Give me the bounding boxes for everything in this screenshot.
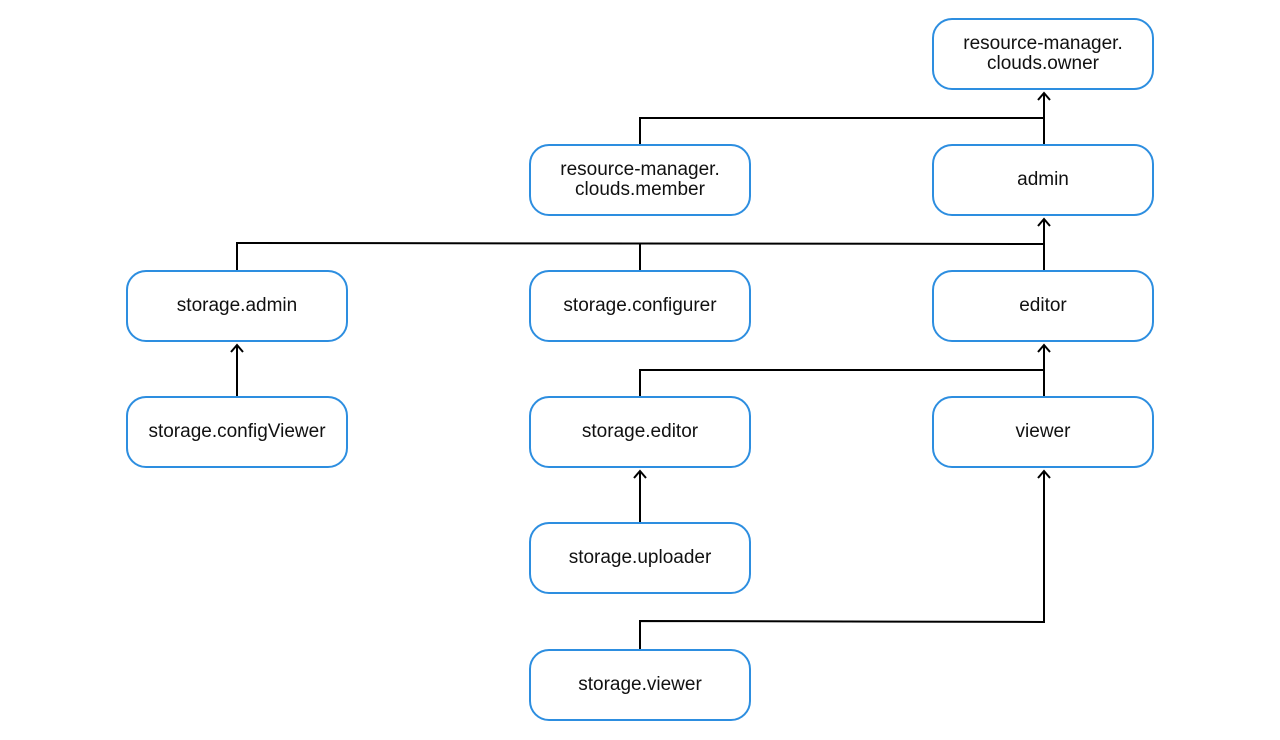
arrowhead-storage-admin — [230, 343, 244, 353]
node-resource-manager-clouds-member: resource-manager. clouds.member — [529, 144, 751, 216]
node-label: admin — [1017, 169, 1069, 190]
node-storage-editor: storage.editor — [529, 396, 751, 468]
arrowhead-rm-owner — [1037, 91, 1051, 101]
node-storage-admin: storage.admin — [126, 270, 348, 342]
arrowhead-editor — [1037, 343, 1051, 353]
node-storage-viewer: storage.viewer — [529, 649, 751, 721]
node-label: viewer — [1015, 421, 1071, 442]
node-label: resource-manager. clouds.owner — [963, 33, 1123, 74]
node-label: storage.viewer — [578, 674, 702, 695]
node-storage-configviewer: storage.configViewer — [126, 396, 348, 468]
node-label: resource-manager. clouds.member — [560, 159, 720, 200]
edge-storage-viewer-to-viewer — [639, 472, 1045, 649]
node-label: storage.configViewer — [148, 421, 326, 442]
node-label: storage.admin — [176, 295, 298, 316]
node-label: editor — [1019, 295, 1067, 316]
edge-storage-editor-to-editor — [639, 369, 1044, 396]
node-admin: admin — [932, 144, 1154, 216]
arrowhead-storage-editor — [633, 469, 647, 479]
arrowhead-viewer — [1037, 469, 1051, 479]
node-label: storage.configurer — [563, 295, 717, 316]
node-storage-configurer: storage.configurer — [529, 270, 751, 342]
edge-rm-member-to-rm-owner — [639, 117, 1044, 144]
node-resource-manager-clouds-owner: resource-manager. clouds.owner — [932, 18, 1154, 90]
node-label: storage.uploader — [568, 547, 712, 568]
edge-storage-admin-to-admin — [236, 241, 1045, 270]
node-storage-uploader: storage.uploader — [529, 522, 751, 594]
node-editor: editor — [932, 270, 1154, 342]
node-label: storage.editor — [581, 421, 699, 442]
node-viewer: viewer — [932, 396, 1154, 468]
arrowhead-admin — [1037, 217, 1051, 227]
